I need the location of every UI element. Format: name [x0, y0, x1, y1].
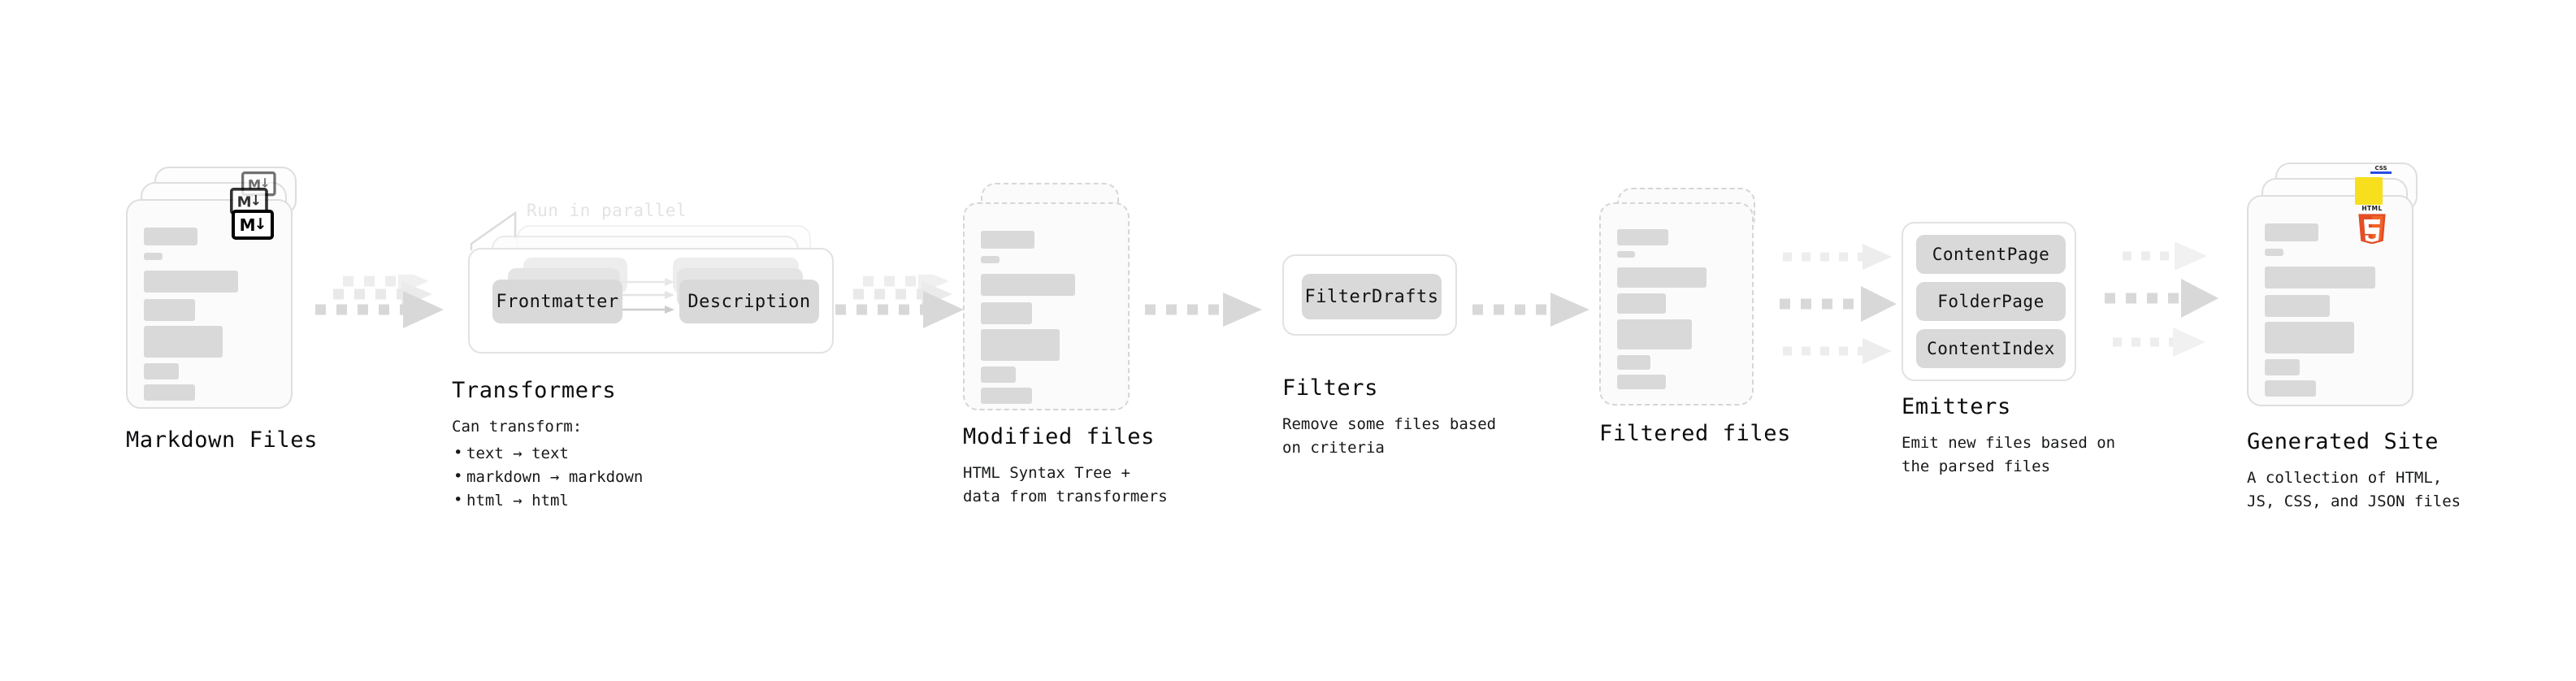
skeleton-line [981, 231, 1034, 249]
stage-title: Emitters [1902, 394, 2011, 419]
stage-subtitle: Can transform: [452, 418, 583, 436]
stage-title: Markdown Files [126, 427, 318, 453]
skeleton-line [2265, 267, 2375, 288]
filtered-files-caption: Filtered files [1599, 421, 1791, 447]
sheet-front [963, 202, 1130, 410]
markdown-badge-arrow: ↓ [249, 193, 262, 210]
stage-title: Modified files [963, 424, 1155, 449]
skeleton-line [2265, 359, 2300, 375]
chip-folderpage[interactable]: FolderPage [1916, 282, 2066, 321]
emitters-caption: Emitters Emit new files based on the par… [1902, 394, 2115, 478]
transformers-bullet-list: text → text markdown → markdown html → h… [452, 441, 643, 513]
stage-title: Generated Site [2247, 429, 2439, 454]
stage-title: Transformers [452, 378, 617, 403]
chip-contentindex[interactable]: ContentIndex [1916, 329, 2066, 368]
skeleton-line [981, 329, 1060, 361]
skeleton-line [144, 384, 195, 401]
sheet-front [126, 199, 293, 409]
markdown-badge-arrow: ↓ [259, 176, 271, 191]
skeleton-line [981, 367, 1016, 383]
run-in-parallel-bracket [470, 210, 517, 250]
skeleton-line [2265, 295, 2330, 317]
skeleton-line [2265, 380, 2316, 397]
stage-title: Filters [1282, 375, 1378, 401]
connector-filters-to-filtered [1472, 293, 1589, 327]
sheet-front [2247, 195, 2413, 406]
skeleton-line [1617, 251, 1635, 258]
modified-files-caption: Modified files HTML Syntax Tree + data f… [963, 424, 1168, 508]
chip-contentpage[interactable]: ContentPage [1916, 235, 2066, 274]
skeleton-line [1617, 229, 1668, 245]
skeleton-line [1617, 355, 1650, 370]
skeleton-line [144, 363, 179, 380]
markdown-badge-letter: M [247, 176, 261, 193]
skeleton-line [1617, 375, 1666, 389]
skeleton-line [981, 256, 1000, 263]
chip-filterdrafts[interactable]: FilterDrafts [1302, 274, 1442, 319]
skeleton-line [144, 326, 223, 358]
connector-modified-to-filters [1145, 293, 1262, 327]
skeleton-line [2265, 249, 2283, 256]
run-in-parallel-label: Run in parallel [527, 201, 687, 220]
markdown-files-caption: Markdown Files [126, 427, 318, 453]
transformer-inner-arrows [621, 278, 674, 314]
skeleton-line [144, 299, 195, 321]
stage-title: Filtered files [1599, 421, 1791, 446]
skeleton-line [144, 228, 197, 245]
javascript-icon [2355, 177, 2383, 205]
transformers-caption: Transformers Can transform: text → text … [452, 378, 643, 513]
list-item: text → text [452, 441, 643, 466]
chip-frontmatter[interactable]: Frontmatter [492, 280, 622, 323]
css3-icon: CSS [2370, 165, 2392, 174]
connector-emitters-to-site [2105, 241, 2218, 357]
filters-group: FilterDrafts [1282, 254, 1457, 336]
skeleton-line [144, 253, 163, 260]
emitters-group: ContentPage FolderPage ContentIndex [1902, 222, 2076, 381]
generated-site-stack: CSS HTML [2247, 163, 2422, 423]
markdown-badge: M↓ [232, 210, 274, 240]
connector-markdown-to-transformers [315, 275, 444, 328]
skeleton-line [1617, 319, 1692, 349]
stage-subtitle: Emit new files based on the parsed files [1902, 434, 2116, 475]
markdown-badge-letter: M [239, 215, 256, 235]
stage-subtitle: Remove some files based on criteria [1282, 415, 1497, 457]
skeleton-line [1617, 267, 1706, 288]
markdown-files-stack: M↓ M↓ M↓ [126, 167, 301, 419]
skeleton-line [981, 388, 1032, 404]
svg-text:HTML: HTML [2361, 205, 2382, 212]
stage-subtitle: HTML Syntax Tree + data from transformer… [963, 464, 1168, 505]
stage-subtitle: A collection of HTML, JS, CSS, and JSON … [2247, 469, 2461, 510]
sheet-front [1599, 202, 1754, 406]
skeleton-line [2265, 322, 2354, 354]
svg-text:CSS: CSS [2374, 165, 2387, 171]
skeleton-line [981, 274, 1075, 296]
connector-filtered-to-emitters [1780, 244, 1897, 364]
modified-files-stack [963, 183, 1138, 419]
connector-transformers-to-modified [835, 275, 964, 328]
skeleton-line [981, 302, 1032, 324]
skeleton-line [144, 271, 238, 293]
markdown-badge-letter: M [236, 192, 252, 210]
skeleton-line [1617, 293, 1666, 314]
html5-icon: HTML [2358, 205, 2386, 244]
markdown-badge-arrow: ↓ [254, 215, 267, 233]
generated-site-caption: Generated Site A collection of HTML, JS,… [2247, 429, 2461, 513]
skeleton-line [2265, 223, 2318, 241]
list-item: markdown → markdown [452, 465, 643, 489]
filtered-files-stack [1599, 188, 1774, 415]
list-item: html → html [452, 488, 643, 513]
filters-caption: Filters Remove some files based on crite… [1282, 375, 1496, 459]
transformers-group: Frontmatter Description [445, 225, 834, 363]
chip-description[interactable]: Description [679, 280, 819, 323]
